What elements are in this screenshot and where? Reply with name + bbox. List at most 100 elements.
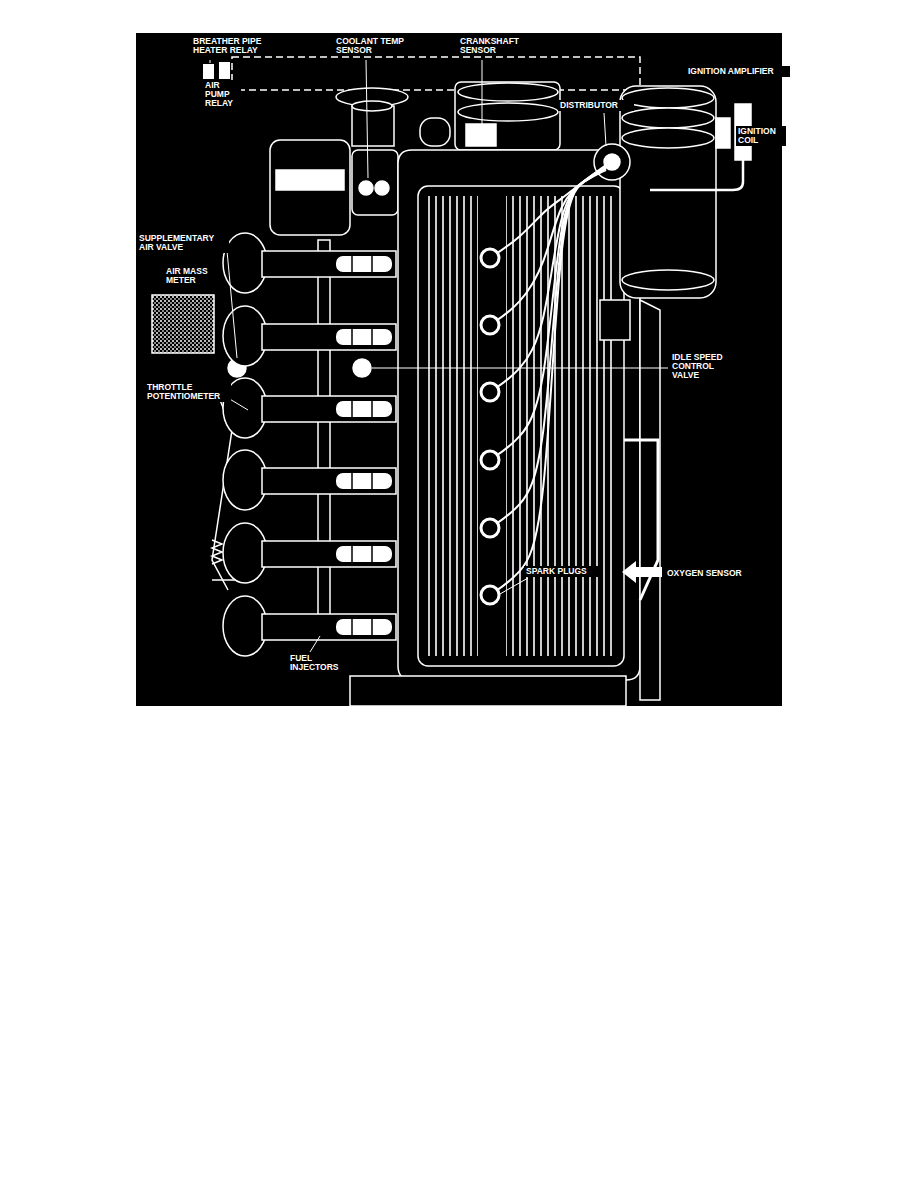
plenum-bulge [223, 523, 267, 583]
engine-body-part [420, 118, 450, 146]
engine-body-part [350, 676, 626, 706]
relay-symbols-part [219, 62, 230, 79]
intake-runner [223, 450, 396, 510]
engine-body-part [359, 181, 373, 195]
engine-body-part [352, 150, 398, 215]
engine-body-part [352, 106, 394, 146]
spark-plug-cap [481, 383, 499, 401]
runner-pipe [262, 541, 396, 567]
plenum-bulge [223, 596, 267, 656]
part-label: SUPPLEMENTARY AIR VALVE [137, 233, 229, 253]
ignition-lead [490, 167, 606, 392]
part-label: COOLANT TEMP SENSOR [334, 36, 422, 56]
intake-runner [223, 378, 396, 438]
fuel-injector [336, 256, 392, 272]
runner-pipe [262, 468, 396, 494]
ignition-leads [490, 165, 606, 595]
engine-body-part [352, 101, 392, 111]
engine-body-part [458, 103, 558, 121]
spark-plug-cap [481, 586, 499, 604]
engine-body-part [716, 118, 730, 148]
engine-body-part [622, 108, 714, 128]
engine-body-part [418, 186, 624, 666]
engine-body-part [622, 270, 714, 290]
engine-body-part [375, 181, 389, 195]
spark-plug-cap [481, 249, 499, 267]
part-label: AIR MASS METER [164, 266, 216, 286]
fuel-injector [336, 329, 392, 345]
engine-body-part [318, 240, 330, 638]
injector-groove [351, 546, 353, 562]
part-label: DISTRIBUTOR [558, 100, 634, 111]
engine-body-part [398, 150, 640, 680]
engine-body-part [622, 128, 714, 148]
engine-body-part [428, 196, 478, 656]
runner-pipe [262, 251, 396, 277]
ignition-lead [490, 166, 606, 325]
part-label: IGNITION AMPLIFIER [686, 66, 790, 77]
engine-body-part [622, 88, 714, 108]
injector-groove [371, 329, 373, 345]
ignition-lead [490, 169, 606, 528]
plenum-bulge [223, 306, 267, 366]
engine-body-part [276, 170, 344, 190]
part-label: AIR PUMP RELAY [203, 80, 241, 109]
fuel-injector [336, 401, 392, 417]
spark-plug-cap [481, 519, 499, 537]
spark-plug-caps [481, 249, 499, 604]
relay-symbols-part [203, 64, 214, 79]
plenum-bulge [223, 450, 267, 510]
injector-groove [351, 619, 353, 635]
ignition-lead [490, 168, 606, 460]
runner-pipe [262, 324, 396, 350]
engine-body [152, 57, 751, 706]
engine-body-part [600, 300, 630, 340]
injector-groove [371, 473, 373, 489]
leader-lines-part [366, 60, 368, 178]
part-label: IDLE SPEED CONTROL VALVE [670, 352, 744, 381]
intake-runners [223, 233, 396, 656]
engine-body-part [232, 57, 640, 90]
background-panel-part [136, 33, 782, 706]
part-label: CRANKSHAFT SENSOR [458, 36, 528, 56]
injector-groove [371, 546, 373, 562]
leader-lines-part [604, 113, 606, 146]
engine-body-part [466, 124, 496, 146]
engine-body-part [353, 359, 371, 377]
injector-groove [371, 619, 373, 635]
part-label: FUEL INJECTORS [288, 653, 346, 673]
intake-runner [223, 596, 396, 656]
engine-body-part [212, 540, 222, 564]
engine-body-part [620, 86, 716, 298]
fuel-injector [336, 473, 392, 489]
part-label: IGNITION COIL [736, 126, 786, 146]
engine-body-part [650, 160, 743, 190]
leader-lines-part [310, 636, 320, 652]
fuel-injector [336, 546, 392, 562]
spark-plug-cap [481, 451, 499, 469]
leader-lines-part [482, 60, 483, 124]
spark-plug-cap [481, 316, 499, 334]
engine-body-part [604, 154, 620, 170]
engine-body-part [594, 144, 630, 180]
part-label: OXYGEN SENSOR [665, 568, 765, 579]
intake-runner [223, 306, 396, 366]
leader-lines-part [228, 398, 248, 410]
injector-groove [351, 401, 353, 417]
background-panel [136, 33, 782, 706]
fuel-injector [336, 619, 392, 635]
injector-groove [351, 329, 353, 345]
engine-body-part [458, 83, 558, 101]
runner-pipe [262, 614, 396, 640]
leader-lines [210, 60, 668, 652]
engine-body-part [152, 295, 214, 353]
leader-lines-part [210, 60, 211, 63]
intake-runner [223, 523, 396, 583]
injector-groove [351, 473, 353, 489]
leader-lines-part [372, 368, 668, 369]
part-label: SPARK PLUGS [524, 566, 598, 577]
relay-symbols [203, 62, 230, 79]
runner-pipe [262, 396, 396, 422]
oxygen-sensor-arrow-part [622, 561, 662, 583]
